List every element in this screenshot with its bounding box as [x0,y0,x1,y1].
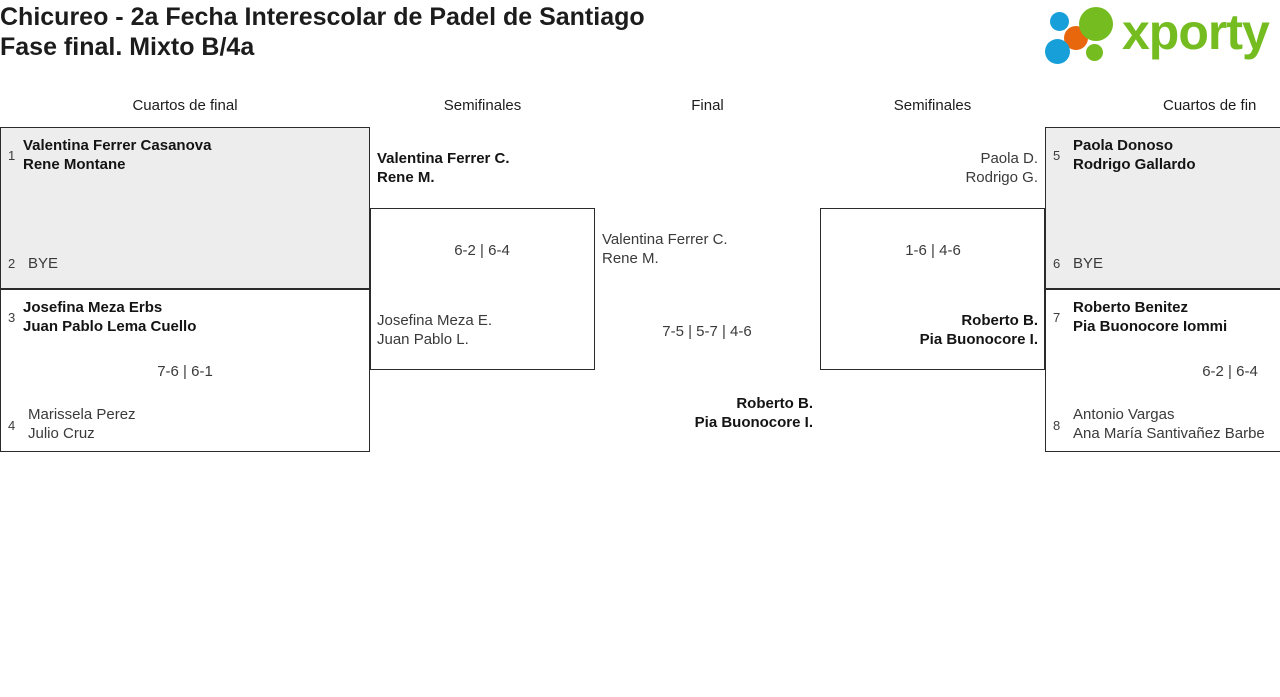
match-box-semifinal-left[interactable] [370,208,595,370]
team-qf2-bottom[interactable]: Marissela Perez Julio Cruz [28,406,136,442]
score-qf2-right: 6-2 | 6-4 [1202,363,1258,380]
team-qf2-right-bottom[interactable]: Antonio Vargas Ana María Santivañez Barb… [1073,406,1265,442]
team-semifinal-right-top[interactable]: Paola D. Rodrigo G. [965,150,1038,186]
team-qf2-top[interactable]: Josefina Meza Erbs Juan Pablo Lema Cuell… [23,299,197,335]
seed-number-2: 2 [8,256,16,271]
score-semifinal-right: 1-6 | 4-6 [905,242,961,259]
team-qf2-right-top[interactable]: Roberto Benitez Pia Buonocore Iommi [1073,299,1228,335]
seed-number-3: 3 [8,310,16,325]
seed-number-1: 1 [8,148,16,163]
score-final: 7-5 | 5-7 | 4-6 [662,323,752,340]
score-qf2: 7-6 | 6-1 [157,363,213,380]
column-header-quarters-right: Cuartos de fin [1163,97,1257,114]
score-semifinal-left: 6-2 | 6-4 [454,242,510,259]
logo-dot-green-small [1086,44,1103,61]
match-box-semifinal-right[interactable] [820,208,1045,370]
team-final-bottom[interactable]: Roberto B. Pia Buonocore I. [694,395,813,431]
team-qf1-top[interactable]: Valentina Ferrer Casanova Rene Montane [23,137,212,173]
team-final-top[interactable]: Valentina Ferrer C. Rene M. [602,231,728,267]
seed-number-7: 7 [1053,310,1061,325]
column-header-quarters-left: Cuartos de final [132,97,238,114]
match-box-qf2-right[interactable] [1045,289,1280,452]
xporty-logo: xporty [1044,2,1276,64]
logo-wordmark: xporty [1122,4,1270,60]
column-header-semifinals-right: Semifinales [893,97,972,114]
page-title: Chicureo - 2a Fecha Interescolar de Pade… [0,3,645,61]
seed-number-4: 4 [8,418,16,433]
column-header-final: Final [691,97,724,114]
team-semifinal-left-top[interactable]: Valentina Ferrer C. Rene M. [377,150,510,186]
logo-dot-green-large [1079,7,1113,41]
logo-dot-blue-bottom [1045,39,1070,64]
team-qf1-bottom[interactable]: BYE [28,255,59,272]
seed-number-6: 6 [1053,256,1061,271]
team-semifinal-left-bottom[interactable]: Josefina Meza E. Juan Pablo L. [377,312,493,348]
team-qf1-right-bottom[interactable]: BYE [1073,255,1104,272]
column-header-semifinals-left: Semifinales [443,97,522,114]
team-qf1-right-top[interactable]: Paola Donoso Rodrigo Gallardo [1073,137,1196,173]
match-box-qf1-right[interactable] [1045,127,1280,289]
team-semifinal-right-bottom[interactable]: Roberto B. Pia Buonocore I. [919,312,1038,348]
logo-dot-blue-top [1050,12,1069,31]
seed-number-8: 8 [1053,418,1061,433]
seed-number-5: 5 [1053,148,1061,163]
match-box-qf2-left[interactable] [0,289,370,452]
match-box-qf1-left[interactable] [0,127,370,289]
